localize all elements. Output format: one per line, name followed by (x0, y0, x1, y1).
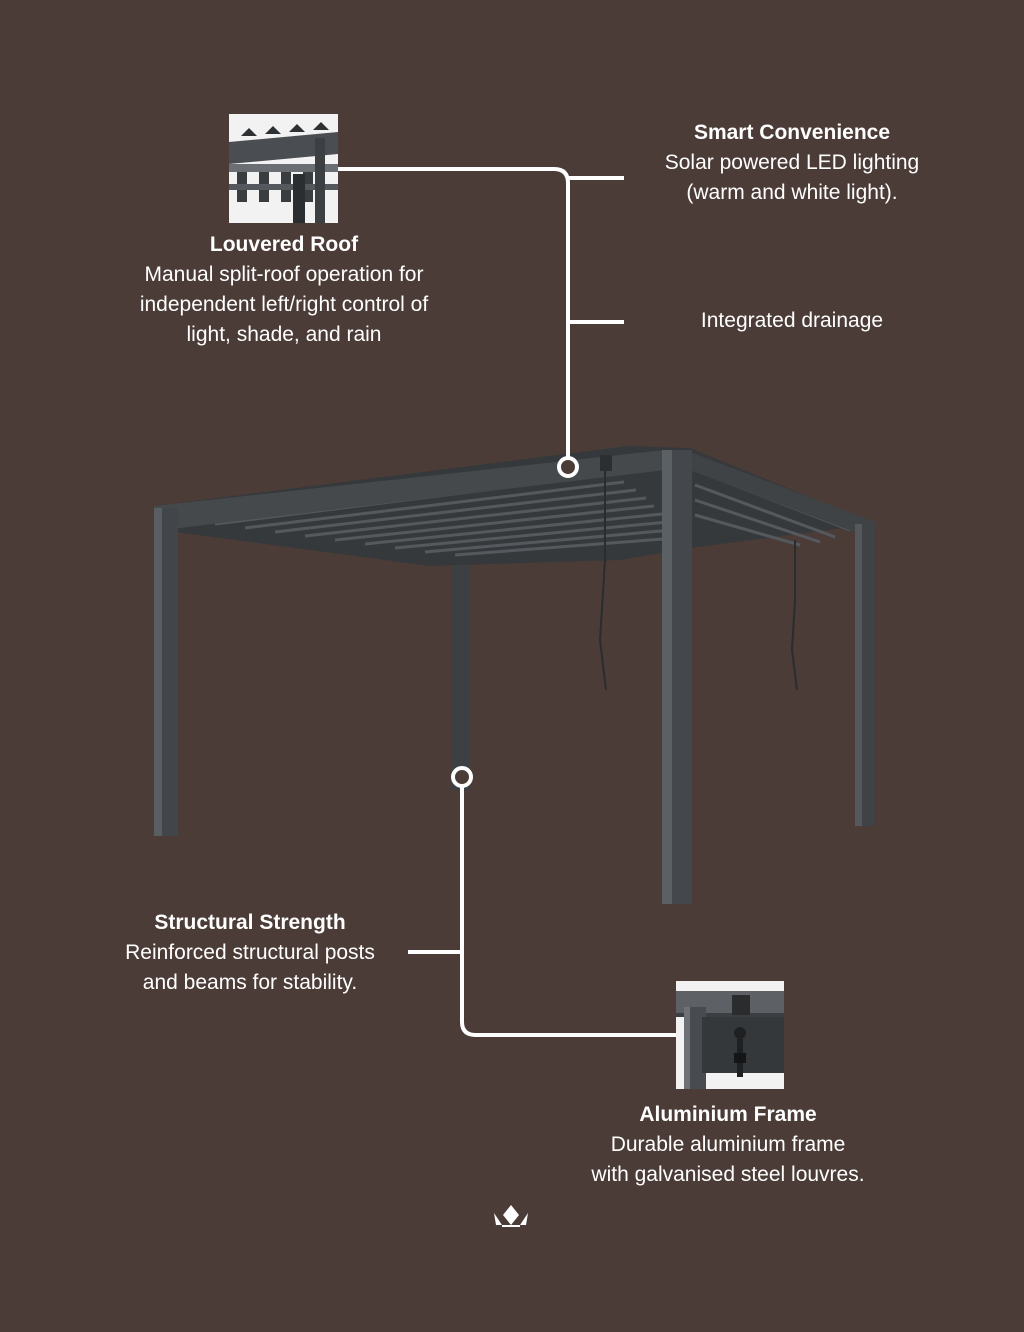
pergola-roof (154, 446, 875, 566)
louvered-roof-feature: Louvered Roof Manual split-roof operatio… (84, 230, 484, 350)
aluminium-frame-title: Aluminium Frame (639, 1103, 817, 1126)
louvered-roof-desc: Manual split-roof operation for independ… (139, 263, 429, 346)
callout-lines (338, 167, 676, 1037)
aluminium-frame-thumbnail (676, 981, 784, 1089)
roof-callout-node (557, 456, 579, 478)
smart-convenience-feature: Smart Convenience Solar powered LED ligh… (612, 118, 972, 208)
structural-strength-feature: Structural Strength Reinforced structura… (90, 908, 410, 998)
drainage-feature: Integrated drainage (632, 306, 952, 336)
smart-convenience-title: Smart Convenience (693, 121, 891, 144)
aluminium-frame-desc: Durable aluminium frame with galvanised … (591, 1133, 865, 1186)
pergola-post-back (452, 562, 470, 790)
aluminium-frame-detail-icon (676, 981, 784, 1089)
louvered-roof-thumbnail (229, 114, 338, 223)
structural-strength-title: Structural Strength (154, 911, 346, 934)
smart-convenience-desc: Solar powered LED lighting (warm and whi… (664, 151, 920, 204)
crown-logo-icon (494, 1205, 528, 1227)
drainage-desc: Integrated drainage (700, 309, 884, 332)
louvered-roof-title: Louvered Roof (209, 233, 359, 256)
structural-strength-desc: Reinforced structural posts and beams fo… (125, 941, 375, 994)
aluminium-frame-feature: Aluminium Frame Durable aluminium frame … (548, 1100, 908, 1190)
post-callout-node (451, 766, 473, 788)
louvered-roof-detail-icon (229, 114, 338, 223)
